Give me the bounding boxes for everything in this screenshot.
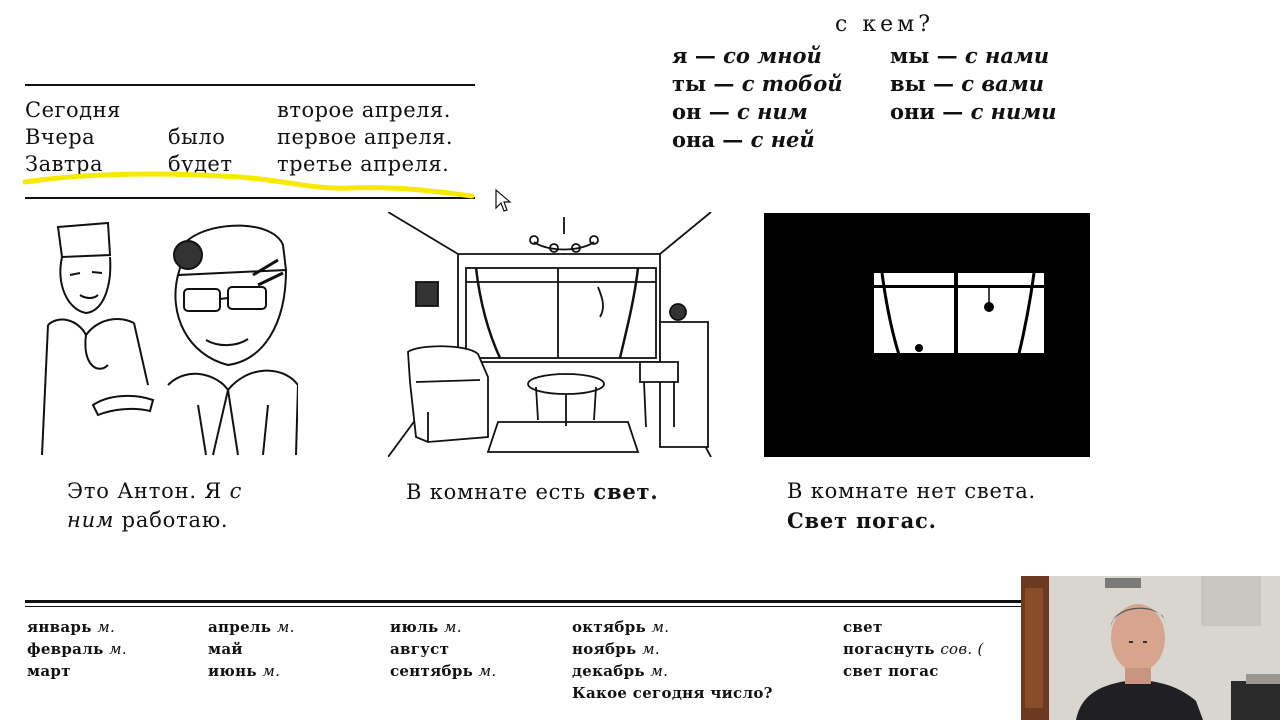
pronoun-table-heading: с кем? — [835, 12, 934, 37]
vocab-top-rule-thin — [25, 606, 1025, 607]
webcam-presenter — [1021, 576, 1280, 720]
pronoun-row: он — с ним — [672, 99, 808, 124]
vocab-item: сентябрь м. — [390, 662, 497, 680]
dark-room-window — [874, 273, 1044, 358]
mouse-cursor-icon — [495, 188, 512, 212]
pronoun: он — [672, 99, 702, 124]
date-value: первое апреля. — [277, 125, 454, 149]
pronoun: она — [672, 127, 715, 152]
pronoun-form: со мной — [723, 43, 822, 68]
pronoun-row: она — с ней — [672, 127, 815, 152]
pronoun: ты — [672, 71, 707, 96]
vocab-question: Какое сегодня число? — [572, 684, 773, 702]
vocab-item: июнь м. — [208, 662, 281, 680]
pronoun: я — [672, 43, 688, 68]
vocab-column-2: апрель м. май июнь м. — [208, 616, 378, 682]
caption-room-dark: В комнате нет света. Свет погас. — [787, 477, 1107, 535]
vocab-item: погаснуть сов. ( — [843, 640, 984, 658]
date-table-bottom-rule — [25, 197, 475, 199]
pronoun: вы — [890, 71, 926, 96]
caption-italic: с — [229, 479, 243, 503]
pronoun-table-left: я — со мной ты — с тобой он — с ним она … — [672, 42, 892, 154]
caption-anton: Это Антон. Я с ним работаю. — [67, 477, 307, 535]
caption-italic: ним — [67, 508, 115, 532]
pronoun-form: с вами — [961, 71, 1045, 96]
caption-bold: свет. — [593, 479, 659, 504]
pronoun: они — [890, 99, 935, 124]
date-value: третье апреля. — [277, 152, 450, 176]
pronoun-row: я — со мной — [672, 43, 822, 68]
date-day: Завтра — [25, 152, 104, 176]
caption-text: В комнате есть — [406, 480, 586, 504]
vocab-item: октябрь м. — [572, 618, 670, 636]
pronoun-row: вы — с вами — [890, 71, 1045, 96]
date-table-top-rule — [25, 84, 475, 86]
date-day: Вчера — [25, 125, 96, 149]
vocab-item: август — [390, 640, 450, 658]
vocab-item: апрель м. — [208, 618, 295, 636]
room-lit-illustration — [388, 212, 712, 457]
vocab-item: июль м. — [390, 618, 462, 636]
pronoun-form: с нами — [964, 43, 1050, 68]
pronoun-form: с тобой — [741, 71, 843, 96]
date-verb: было — [168, 125, 226, 149]
date-day: Сегодня — [25, 98, 121, 122]
vocab-column-4: октябрь м. ноябрь м. декабрь м. Какое се… — [572, 616, 832, 704]
vocab-item: март — [27, 662, 71, 680]
pronoun-form: с ними — [970, 99, 1057, 124]
vocab-column-3: июль м. август сентябрь м. — [390, 616, 560, 682]
pronoun-table-right: мы — с нами вы — с вами они — с ними — [890, 42, 1110, 126]
date-table: Сегодня второе апреля. Вчера было первое… — [25, 98, 485, 179]
caption-text: Это Антон. Я — [67, 479, 223, 503]
caption-bold: Свет погас. — [787, 508, 937, 533]
room-dark-illustration — [764, 213, 1090, 457]
vocab-column-5: свет погаснуть сов. ( свет погас — [843, 616, 1023, 682]
date-row: Сегодня второе апреля. — [25, 98, 485, 125]
pronoun-row: они — с ними — [890, 99, 1057, 124]
highlighter-annotation — [22, 171, 475, 199]
pronoun-row: мы — с нами — [890, 43, 1050, 68]
caption-text: В комнате нет света. — [787, 479, 1036, 503]
vocab-item: февраль м. — [27, 640, 127, 658]
vocab-column-1: январь м. февраль м. март — [27, 616, 197, 682]
pronoun-form: с ней — [750, 127, 815, 152]
caption-text: работаю. — [121, 508, 229, 532]
vocab-item: свет погас — [843, 662, 939, 680]
vocab-item: декабрь м. — [572, 662, 669, 680]
vocab-item: ноябрь м. — [572, 640, 660, 658]
pronoun-form: с ним — [737, 99, 808, 124]
doctors-illustration — [41, 221, 298, 456]
pronoun: мы — [890, 43, 930, 68]
caption-room-lit: В комнате есть свет. — [406, 477, 726, 507]
date-value: второе апреля. — [277, 98, 451, 122]
webcam-video-frame — [1021, 576, 1280, 720]
vocab-item: май — [208, 640, 243, 658]
vocab-top-rule — [25, 600, 1025, 603]
date-row: Завтра будет третье апреля. — [25, 152, 485, 179]
date-row: Вчера было первое апреля. — [25, 125, 485, 152]
vocab-item: свет — [843, 618, 883, 636]
vocab-item: январь м. — [27, 618, 116, 636]
pronoun-row: ты — с тобой — [672, 71, 843, 96]
